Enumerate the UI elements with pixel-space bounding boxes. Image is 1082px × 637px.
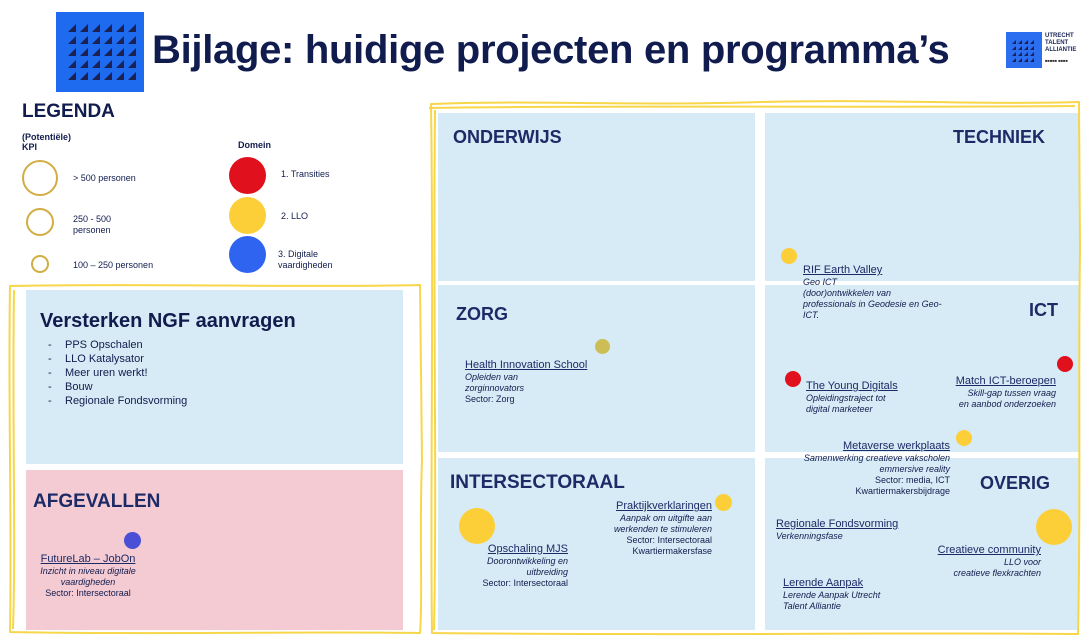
rif-link[interactable]: RIF Earth Valley	[803, 264, 883, 276]
praktijk-link[interactable]: Praktijkverklaringen	[616, 500, 712, 512]
match-ict-link[interactable]: Match ICT-beroepen	[955, 375, 1056, 387]
partner-logo-sub: ■■■■■ ■■■■	[1045, 58, 1068, 63]
ngf-title: Versterken NGF aanvragen	[40, 310, 296, 332]
futurelab-dot	[124, 532, 141, 549]
legend-title: LEGENDA	[22, 101, 115, 122]
health-dot	[595, 339, 610, 354]
ict-title: ICT	[1029, 300, 1058, 320]
domain-llo-label: 2. LLO	[281, 211, 309, 221]
kpi-large-label: > 500 personen	[73, 173, 136, 183]
mjs-dot	[459, 508, 495, 544]
partner-logo-text: UTRECHT TALENT ALLIANTIE	[1045, 33, 1077, 53]
lerende-item: Lerende Aanpak Lerende Aanpak Utrecht Ta…	[783, 577, 913, 612]
young-digitals-link[interactable]: The Young Digitals	[806, 380, 898, 392]
list-item: Meer uren werkt!	[48, 366, 187, 380]
regionale-link[interactable]: Regionale Fondsvorming	[776, 518, 899, 530]
partner-logo-icon	[1006, 32, 1042, 68]
page-title: Bijlage: huidige projecten en programma’…	[152, 28, 950, 72]
triangle-pattern-icon	[68, 24, 136, 80]
kpi-small-label: 100 – 250 personen	[73, 260, 154, 270]
creatieve-link[interactable]: Creatieve community	[937, 544, 1041, 556]
onderwijs-title: ONDERWIJS	[453, 127, 562, 147]
young-digitals-item: The Young Digitals Opleidingstraject tot…	[806, 380, 916, 415]
overig-title: OVERIG	[980, 473, 1051, 493]
list-item: PPS Opschalen	[48, 338, 187, 352]
rif-dot	[781, 248, 797, 264]
techniek-title: TECHNIEK	[953, 127, 1046, 147]
domain-transities-label: 1. Transities	[281, 169, 330, 179]
match-ict-item: Match ICT-beroepen Skill-gap tussen vraa…	[920, 375, 1056, 410]
young-digitals-dot	[785, 371, 801, 387]
regionale-item: Regionale Fondsvorming Verkenningsfase	[776, 518, 916, 542]
intersectoraal-title: INTERSECTORAAL	[450, 472, 625, 493]
domain-digitale-dot	[229, 236, 266, 273]
list-item: Regionale Fondsvorming	[48, 394, 187, 408]
ngf-list: PPS Opschalen LLO Katalysator Meer uren …	[48, 338, 187, 408]
domain-digitale-label: 3. Digitale vaardigheden	[278, 249, 333, 270]
kpi-medium-label: 250 - 500 personen	[73, 214, 112, 235]
match-ict-dot	[1057, 356, 1073, 372]
lerende-link[interactable]: Lerende Aanpak	[783, 577, 864, 589]
creatieve-item: Creatieve community LLO voor creatieve f…	[920, 544, 1041, 579]
rif-item: RIF Earth Valley Geo ICT (door)ontwikkel…	[803, 264, 978, 321]
creatieve-dot	[1036, 509, 1072, 545]
metaverse-dot	[956, 430, 972, 446]
praktijk-dot	[715, 494, 732, 511]
praktijk-item: Praktijkverklaringen Aanpak om uitgifte …	[580, 500, 712, 557]
domain-transities-dot	[229, 157, 266, 194]
health-item: Health Innovation School Opleiden van zo…	[465, 359, 625, 405]
utrecht-talent-alliantie-logo	[56, 12, 144, 92]
domain-llo-dot	[229, 197, 266, 234]
metaverse-item: Metaverse werkplaats Samenwerking creati…	[770, 440, 950, 497]
mjs-item: Opschaling MJS Doorontwikkeling en uitbr…	[458, 543, 568, 589]
kpi-medium-ring	[26, 208, 54, 236]
legend-kpi-heading: (Potentiële) KPI	[22, 132, 72, 152]
mjs-link[interactable]: Opschaling MJS	[487, 543, 568, 555]
afgevallen-title: AFGEVALLEN	[33, 491, 161, 512]
kpi-small-ring	[31, 255, 49, 273]
kpi-large-ring	[22, 160, 58, 196]
health-link[interactable]: Health Innovation School	[465, 359, 588, 371]
list-item: LLO Katalysator	[48, 352, 187, 366]
futurelab-item: FutureLab – JobOn Inzicht in niveau digi…	[22, 553, 154, 599]
legend-domain-heading: Domein	[238, 140, 272, 150]
zorg-title: ZORG	[456, 304, 508, 324]
metaverse-link[interactable]: Metaverse werkplaats	[843, 440, 950, 452]
futurelab-link[interactable]: FutureLab – JobOn	[40, 553, 136, 565]
list-item: Bouw	[48, 380, 187, 394]
